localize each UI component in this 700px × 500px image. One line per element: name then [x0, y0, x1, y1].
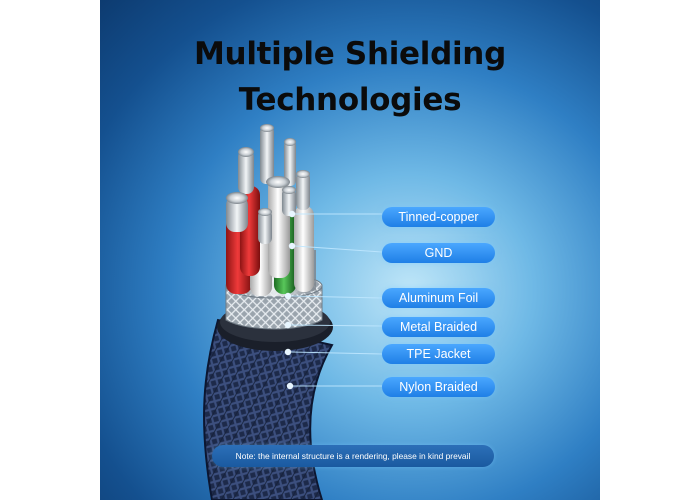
label-aluminum-foil: Aluminum Foil [382, 288, 495, 308]
title-line-2: Technologies [238, 82, 462, 118]
rendering-note: Note: the internal structure is a render… [212, 445, 494, 467]
cable-illustration [203, 124, 383, 500]
product-panel: Multiple Shielding Technologies [100, 0, 600, 500]
label-tinned-copper: Tinned-copper [382, 207, 495, 227]
label-nylon-braided: Nylon Braided [382, 377, 495, 397]
label-gnd: GND [382, 243, 495, 263]
title-line-1: Multiple Shielding [194, 36, 506, 72]
label-metal-braided: Metal Braided [382, 317, 495, 337]
label-tpe-jacket: TPE Jacket [382, 344, 495, 364]
